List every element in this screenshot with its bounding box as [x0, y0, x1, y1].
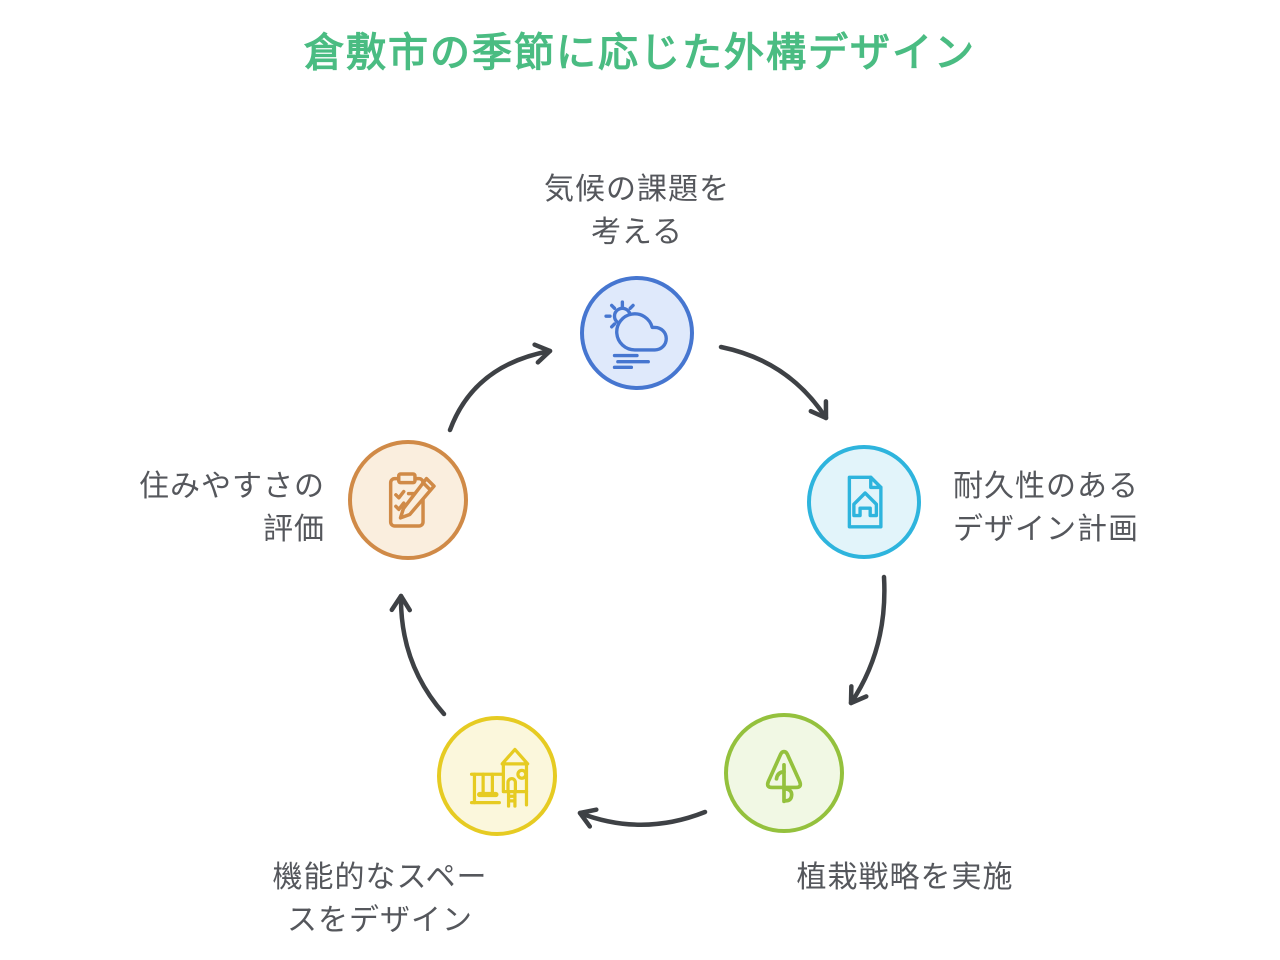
sun-cloud-weather-icon: [604, 300, 668, 369]
node-plan: [807, 445, 921, 559]
label-plan-line1: 耐久性のある: [953, 470, 1139, 503]
label-livability-line1: 住みやすさの: [139, 470, 325, 503]
label-climate: 気候の課題を 考える: [387, 168, 887, 254]
label-livability-line2: 評価: [263, 513, 325, 546]
node-planting: [724, 713, 844, 833]
label-planting: 植栽戦略を実施: [705, 856, 1105, 899]
label-livability: 住みやすさの 評価: [5, 465, 325, 551]
arrow-planting-to-space: [577, 807, 708, 829]
arrow-plan-to-planting: [848, 574, 887, 706]
label-space-line2: スをデザイン: [287, 904, 473, 937]
label-space: 機能的なスペー スをデザイン: [180, 856, 580, 942]
node-livability: [348, 440, 468, 560]
label-planting-line1: 植栽戦略を実施: [796, 861, 1014, 894]
page-title: 倉敷市の季節に応じた外構デザイン: [304, 31, 976, 75]
label-plan-line2: デザイン計画: [953, 513, 1139, 546]
arrow-space-to-livability: [389, 593, 447, 717]
arrow-climate-to-plan: [718, 344, 829, 421]
playground-icon: [469, 747, 530, 808]
house-document-icon: [847, 475, 883, 529]
node-climate: [580, 276, 694, 390]
node-space: [437, 716, 557, 836]
label-space-line1: 機能的なスペー: [272, 861, 488, 894]
label-climate-line2: 考える: [590, 216, 684, 249]
clipboard-pencil-icon: [388, 472, 436, 528]
label-climate-line1: 気候の課題を: [544, 173, 730, 206]
label-plan: 耐久性のある デザイン計画: [953, 465, 1273, 551]
arrow-livability-to-climate: [447, 342, 553, 433]
tree-icon: [765, 749, 803, 804]
